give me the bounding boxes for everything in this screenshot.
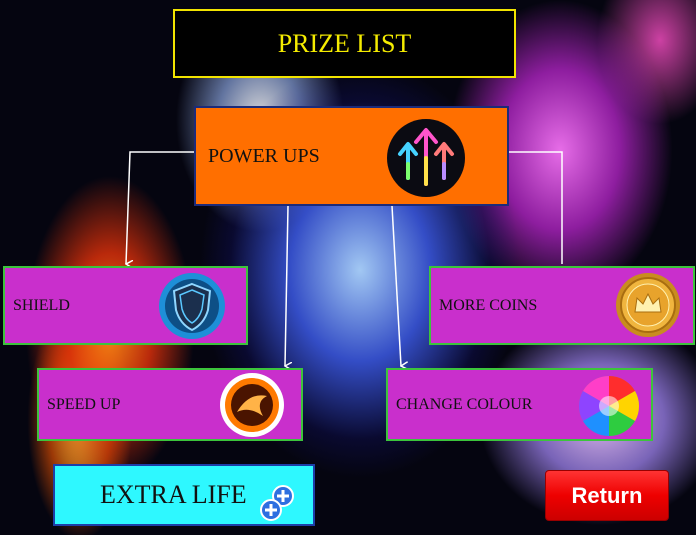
speed-up-item[interactable]: SPEED UP [37, 368, 303, 441]
color-ball-icon [578, 376, 640, 436]
shield-icon [159, 273, 225, 339]
power-ups-label: POWER UPS [208, 144, 320, 167]
title-text: PRIZE LIST [277, 28, 412, 58]
plus-circle-icon [260, 485, 294, 521]
extra-life-label: EXTRA LIFE [100, 480, 247, 509]
shield-item[interactable]: SHIELD [3, 266, 248, 345]
change-colour-item[interactable]: CHANGE COLOUR [386, 368, 653, 441]
more-coins-item[interactable]: MORE COINS [429, 266, 695, 345]
speed-up-label: SPEED UP [47, 395, 121, 413]
return-label: Return [571, 482, 643, 508]
extra-life-box[interactable]: EXTRA LIFE [53, 464, 315, 526]
power-ups-box[interactable]: POWER UPS [194, 106, 509, 206]
shield-label: SHIELD [13, 296, 70, 314]
triple-arrow-icon [387, 119, 465, 197]
fireball-icon [220, 373, 284, 437]
prize-list-title: PRIZE LIST [173, 9, 516, 78]
gold-coin-icon [616, 273, 680, 337]
return-button[interactable]: Return [545, 470, 669, 521]
more-coins-label: MORE COINS [439, 296, 538, 314]
change-colour-label: CHANGE COLOUR [396, 395, 533, 413]
